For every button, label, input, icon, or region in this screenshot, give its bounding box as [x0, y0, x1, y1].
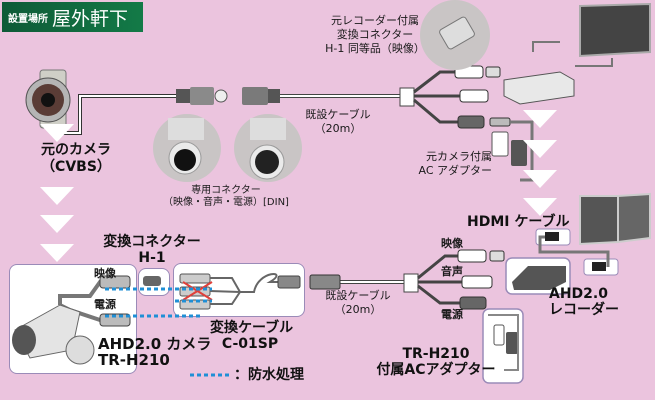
recorder-converter-label: 元レコーダー付属 変換コネクター H-1 同等品（映像） — [320, 14, 430, 56]
ac-adapter-bottom-label-line1: TR-H210 — [402, 346, 470, 362]
rca-audio-top — [459, 89, 489, 103]
old-recorder-graphic — [503, 71, 575, 105]
conv-din-plug — [277, 275, 301, 289]
din-plug-body — [190, 87, 214, 105]
wall-outlet-top — [491, 131, 509, 157]
existing-cable-top-label: 既設ケーブル （20m） — [300, 108, 376, 136]
ahd-recorder-label-line1: AHD2.0 — [549, 286, 608, 302]
camera-video-label: 映像 — [94, 267, 116, 280]
conversion-cable-label-line2: C-01SP — [221, 336, 279, 352]
top-tv-screen — [579, 2, 651, 58]
ac-adapter-panel — [482, 308, 524, 384]
existing-cable-bottom-label-line1: 既設ケーブル — [325, 289, 391, 302]
din-male-pins — [174, 149, 196, 171]
ahd-camera-label: AHD2.0 カメラ TR-H210 — [98, 336, 211, 368]
conv-cable-lines — [209, 272, 292, 305]
din-socket-body — [242, 87, 268, 105]
din-female-socket — [255, 150, 279, 174]
cross-mark-line2 — [182, 281, 213, 301]
hdmi-cable — [538, 235, 610, 267]
audio-label: 音声 — [441, 265, 463, 278]
ahd-camera-lens — [12, 325, 36, 355]
ahd-recorder-label-line2: レコーダー — [549, 302, 619, 318]
hdmi-plug-1 — [545, 232, 559, 241]
bottom-tv-left — [579, 195, 619, 246]
hdmi-cable-label: HDMI ケーブル — [467, 214, 570, 230]
ahd-camera-label-line2: TR-H210 — [98, 351, 170, 369]
power-label: 電源 — [441, 308, 463, 321]
conv-rca-video — [179, 273, 211, 284]
ahd-camera-label-line1: AHD2.0 カメラ — [98, 335, 212, 353]
flow-arrow-down-6 — [523, 140, 557, 158]
old-camera-label-line2: （CVBS） — [41, 159, 111, 175]
flow-arrow-down-5 — [523, 110, 557, 128]
din-female-housing — [250, 118, 286, 140]
flow-arrow-down-8 — [523, 198, 557, 216]
bnc-connector-graphic — [439, 16, 475, 50]
old-camera-label: 元のカメラ （CVBS） — [28, 142, 124, 176]
ac-adapter-bottom-label: TR-H210 付属ACアダプター — [376, 346, 496, 378]
top-tv-cable — [532, 41, 613, 67]
flow-arrow-down-7 — [523, 170, 557, 188]
ahd-recorder-label: AHD2.0 レコーダー — [549, 286, 619, 318]
din-plug-tip — [214, 89, 228, 103]
flow-arrow-down-3 — [40, 215, 74, 233]
recorder-converter-label-line3: H-1 同等品（映像） — [325, 42, 425, 55]
camera-power-label: 電源 — [94, 298, 116, 311]
ahd-recorder-graphic — [512, 266, 566, 290]
rca-video-bottom — [457, 249, 487, 263]
din-connector-label-line2: （映像・音声・電源）[DIN] — [163, 197, 289, 208]
converter-connector-label: 変換コネクター H-1 — [90, 234, 214, 266]
dc-plug-top — [457, 115, 485, 129]
recorder-converter-label-line1: 元レコーダー付属 — [331, 14, 419, 27]
dc-plug-bottom — [459, 296, 487, 310]
rca-audio-bottom — [461, 275, 493, 289]
din-socket-grip — [268, 89, 280, 103]
ahd-camera-mount — [65, 335, 95, 365]
existing-cable-top-label-line1: 既設ケーブル — [305, 108, 371, 121]
video-label: 映像 — [441, 237, 463, 250]
existing-cable-bottom-label: 既設ケーブル （20m） — [320, 289, 396, 317]
h1-connector-graphic — [143, 276, 161, 286]
location-header: 設置場所 屋外軒下 — [2, 2, 143, 32]
adapter-cable-bottom — [488, 314, 519, 371]
din-male-housing — [168, 118, 204, 140]
bnc-adapter-bottom — [489, 250, 505, 262]
converter-connector-label-line2: H-1 — [138, 250, 166, 266]
hdmi-plug-2 — [592, 262, 606, 271]
recorder-converter-label-line2: 変換コネクター — [336, 28, 414, 41]
old-ac-adapter-label-line1: 元カメラ付属 — [426, 150, 492, 163]
conversion-cable-label: 変換ケーブル C-01SP — [210, 320, 294, 352]
converter-connector-label-line1: 変換コネクター — [103, 234, 201, 250]
din-connector-label: 専用コネクター （映像・音声・電源）[DIN] — [146, 185, 306, 209]
old-ac-adapter-label: 元カメラ付属 AC アダプター — [418, 150, 492, 178]
din-connector-label-line1: 専用コネクター — [191, 185, 261, 196]
branch-power-bottom — [417, 284, 460, 305]
conversion-cable-label-line1: 変換ケーブル — [210, 320, 294, 336]
bnc-adapter-top — [485, 66, 501, 78]
existing-cable-bottom-label-line2: （20m） — [334, 303, 382, 316]
din-plug-grip — [176, 89, 190, 103]
ac-adapter-bottom-graphic — [506, 332, 518, 354]
old-camera-lens — [41, 93, 55, 107]
location-label: 設置場所 — [8, 13, 48, 25]
old-camera-label-line1: 元のカメラ — [41, 142, 111, 158]
location-value: 屋外軒下 — [52, 7, 129, 30]
ac-adapter-bottom-label-line2: 付属ACアダプター — [376, 362, 496, 378]
waterproof-legend-label: ：防水処理 — [234, 367, 304, 383]
wall-outlet-bottom — [493, 324, 505, 346]
flow-arrow-down-1 — [40, 124, 74, 142]
flow-arrow-down-2 — [40, 187, 74, 205]
flow-arrow-down-4 — [40, 244, 74, 262]
din-socket-bottom — [309, 274, 341, 290]
existing-cable-top-label-line2: （20m） — [314, 122, 362, 135]
old-ac-adapter-label-line2: AC アダプター — [418, 164, 492, 177]
branch-power-top — [413, 98, 462, 124]
